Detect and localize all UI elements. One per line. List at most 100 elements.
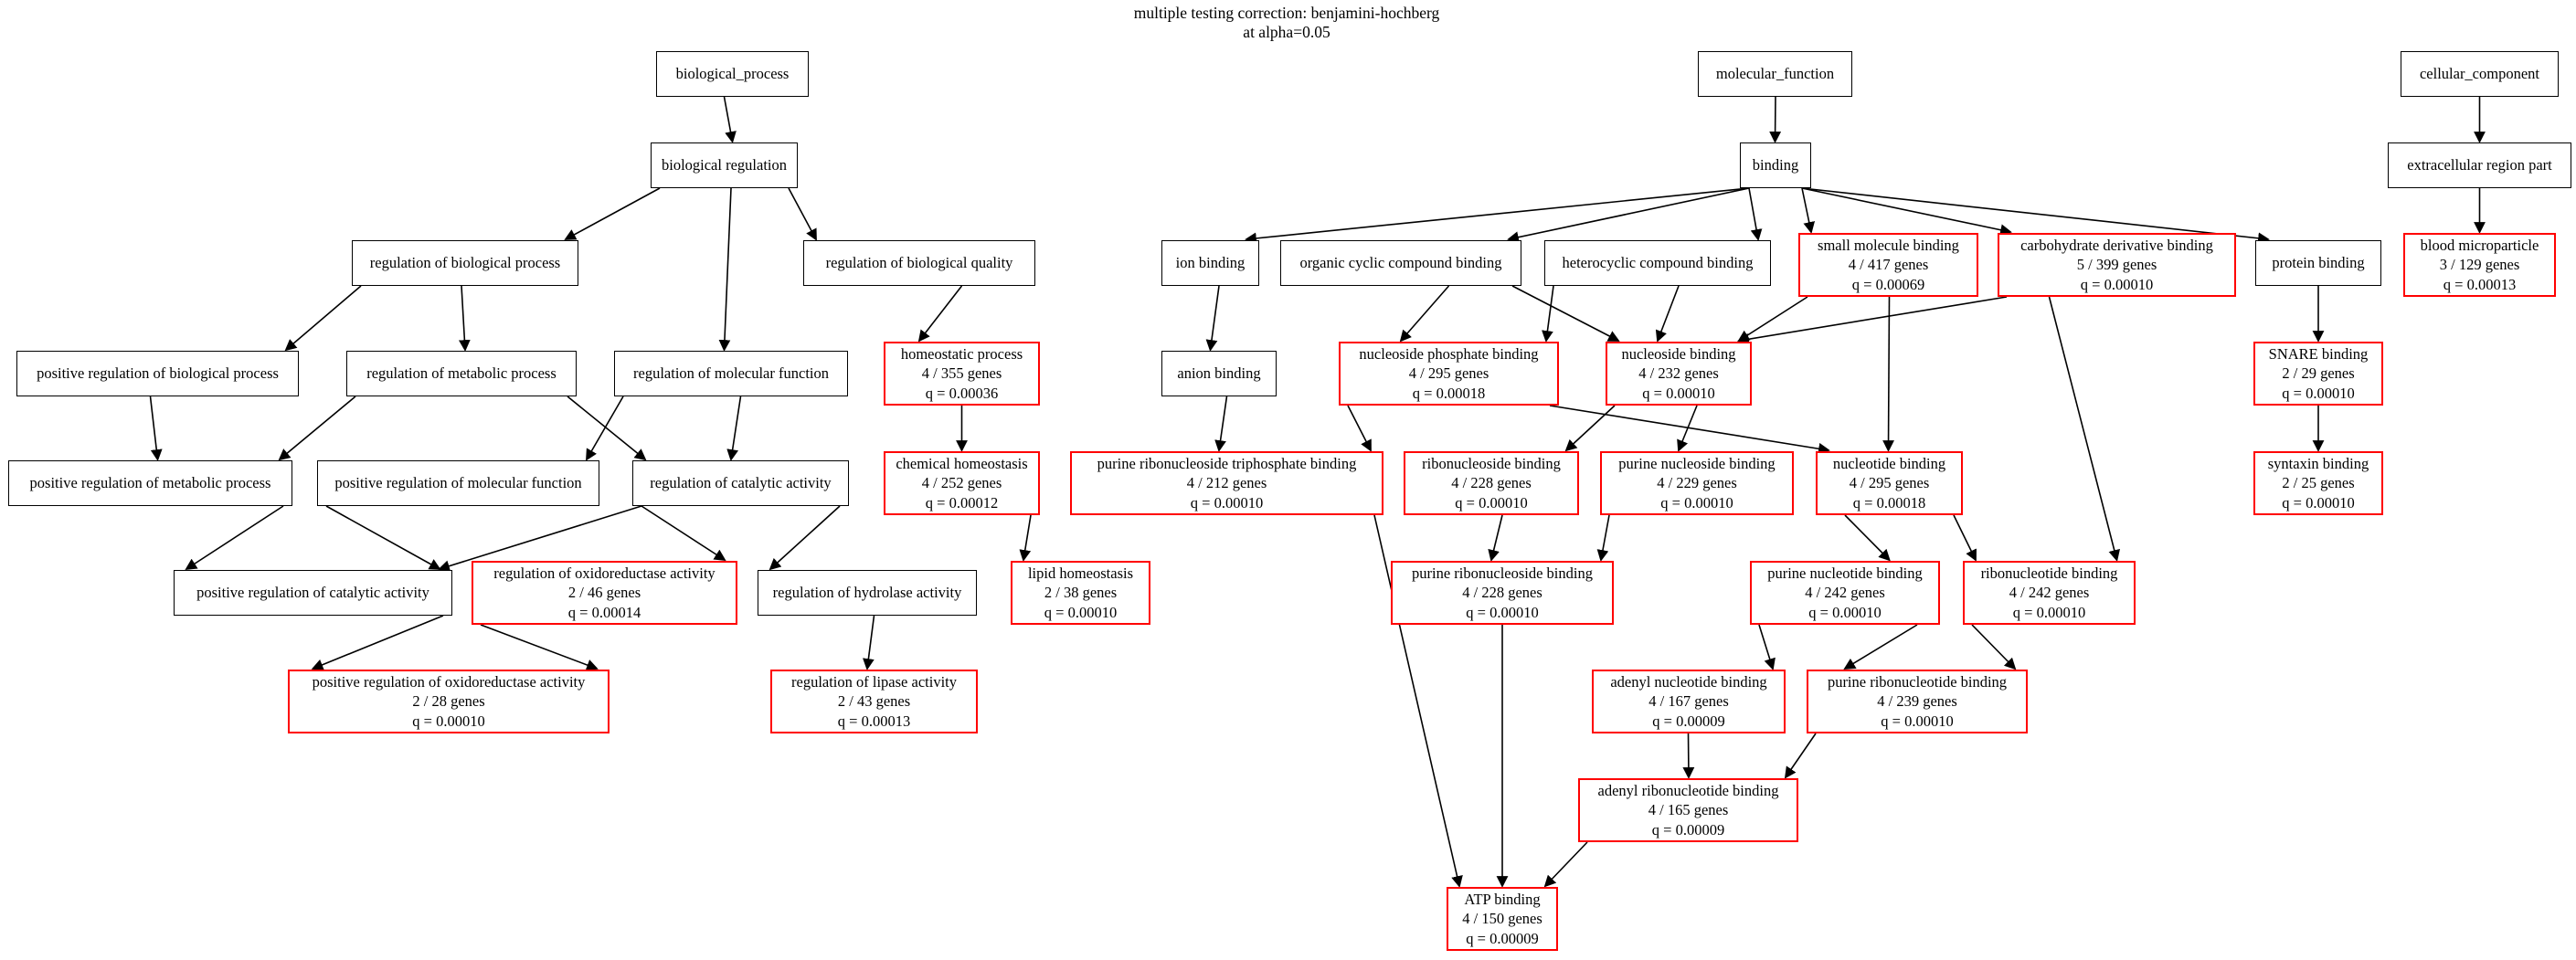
edge-smb-to-nb bbox=[1737, 296, 1808, 343]
node-label: cellular_component bbox=[2419, 65, 2540, 83]
edge-prca-to-proa bbox=[311, 615, 444, 670]
graph-node-regulation-of-catalytic-activity: regulation of catalytic activity bbox=[632, 460, 849, 506]
edge-cdb-to-rntb bbox=[2048, 296, 2120, 562]
node-gene-count: 2 / 38 genes bbox=[1044, 584, 1118, 602]
edge-rmp-to-rca bbox=[567, 396, 647, 461]
node-q-value: q = 0.00010 bbox=[1466, 603, 1539, 621]
edge-bind-to-cdb bbox=[1801, 187, 2012, 237]
edge-rntb-to-prntb bbox=[1971, 624, 2017, 670]
node-label: ribonucleoside binding bbox=[1422, 454, 1561, 472]
node-label: adenyl ribonucleotide binding bbox=[1597, 781, 1779, 799]
node-gene-count: 5 / 399 genes bbox=[2076, 256, 2157, 274]
node-label: syntaxin binding bbox=[2267, 454, 2369, 472]
node-q-value: q = 0.00009 bbox=[1466, 929, 1539, 947]
node-label: protein binding bbox=[2272, 254, 2365, 272]
node-gene-count: 4 / 150 genes bbox=[1462, 910, 1542, 928]
node-label: lipid homeostasis bbox=[1027, 564, 1134, 582]
node-label: regulation of lipase activity bbox=[791, 672, 957, 691]
node-label: positive regulation of molecular functio… bbox=[334, 474, 582, 492]
graph-node-biological-process: biological_process bbox=[656, 51, 809, 97]
graph-node-anion-binding: anion binding bbox=[1161, 351, 1277, 396]
node-gene-count: 4 / 355 genes bbox=[921, 364, 1002, 383]
graph-node-positive-regulation-of-molecular-function: positive regulation of molecular functio… bbox=[317, 460, 599, 506]
node-label: purine nucleoside binding bbox=[1618, 454, 1776, 472]
node-q-value: q = 0.00012 bbox=[925, 493, 999, 512]
graph-node-positive-regulation-of-oxidoreductase-activity: positive regulation of oxidoreductase ac… bbox=[288, 670, 610, 733]
edge-prtb-to-atp bbox=[1373, 514, 1463, 888]
edge-ntb-to-pntb bbox=[1844, 514, 1891, 562]
edge-pntb-to-anb bbox=[1758, 624, 1776, 670]
node-q-value: q = 0.00010 bbox=[1808, 603, 1882, 621]
node-q-value: q = 0.00010 bbox=[1642, 384, 1715, 402]
edge-bind-to-occb bbox=[1507, 187, 1750, 243]
edge-rha-to-rla bbox=[863, 615, 875, 670]
edge-ntb-to-rntb bbox=[1953, 514, 1977, 562]
node-gene-count: 4 / 229 genes bbox=[1657, 474, 1737, 492]
node-gene-count: 4 / 295 genes bbox=[1408, 364, 1489, 383]
node-q-value: q = 0.00010 bbox=[1190, 493, 1264, 512]
graph-node-protein-binding: protein binding bbox=[2255, 240, 2381, 286]
node-label: heterocyclic compound binding bbox=[1562, 254, 1754, 272]
node-gene-count: 4 / 252 genes bbox=[921, 474, 1002, 492]
edge-smb-to-ntb bbox=[1882, 296, 1894, 452]
graph-node-adenyl-ribonucleotide-binding: adenyl ribonucleotide binding 4 / 165 gen… bbox=[1578, 778, 1798, 842]
edge-rca-to-roa bbox=[641, 505, 726, 562]
graph-node-cellular-component: cellular_component bbox=[2401, 51, 2559, 97]
node-label: purine ribonucleoside binding bbox=[1412, 564, 1593, 582]
edge-hcb-to-nb bbox=[1655, 285, 1680, 343]
node-label: positive regulation of metabolic process bbox=[29, 474, 271, 492]
node-label: regulation of catalytic activity bbox=[650, 474, 832, 492]
edge-bind-to-ib bbox=[1245, 187, 1750, 245]
node-gene-count: 2 / 25 genes bbox=[2282, 474, 2355, 492]
node-label: positive regulation of catalytic activit… bbox=[196, 584, 429, 602]
edge-rca-to-prca bbox=[438, 505, 642, 572]
edge-prmf-to-prca bbox=[325, 505, 441, 570]
node-label: binding bbox=[1752, 156, 1799, 174]
node-q-value: q = 0.00018 bbox=[1852, 493, 1926, 512]
edge-hcb-to-npb bbox=[1542, 285, 1554, 343]
edge-prbp-to-prmp bbox=[149, 396, 163, 461]
node-q-value: q = 0.00010 bbox=[2282, 493, 2355, 512]
graph-node-regulation-of-biological-process: regulation of biological process bbox=[352, 240, 578, 286]
edge-pntb-to-prntb bbox=[1843, 624, 1918, 670]
graph-node-organic-cyclic-compound-binding: organic cyclic compound binding bbox=[1280, 240, 1521, 286]
edge-nb-to-pnb bbox=[1677, 405, 1698, 452]
edge-br-to-rbq bbox=[788, 187, 817, 241]
node-label: organic cyclic compound binding bbox=[1299, 254, 1502, 272]
graph-node-binding: binding bbox=[1740, 142, 1811, 188]
edge-roa-to-proa bbox=[480, 624, 599, 671]
node-q-value: q = 0.00069 bbox=[1851, 275, 1925, 293]
edge-ab-to-prtb bbox=[1214, 396, 1228, 452]
node-gene-count: 4 / 167 genes bbox=[1648, 692, 1729, 711]
node-q-value: q = 0.00010 bbox=[412, 712, 485, 730]
node-gene-count: 3 / 129 genes bbox=[2439, 256, 2520, 274]
node-label: ATP binding bbox=[1464, 890, 1541, 908]
node-gene-count: 4 / 417 genes bbox=[1848, 256, 1929, 274]
edge-rmf-to-rca bbox=[726, 396, 742, 461]
edge-rbp-to-prbp bbox=[284, 285, 362, 352]
edge-br-to-rbp bbox=[564, 187, 661, 240]
node-gene-count: 4 / 228 genes bbox=[1462, 584, 1542, 602]
edge-occb-to-npb bbox=[1399, 285, 1450, 343]
node-label: nucleoside phosphate binding bbox=[1359, 344, 1539, 363]
edge-rbq-to-hp bbox=[917, 285, 963, 343]
edge-prntb-to-arnb bbox=[1784, 733, 1817, 779]
graph-node-purine-ribonucleoside-triphosphate-binding: purine ribonucleoside triphosphate bindi… bbox=[1070, 451, 1383, 515]
graph-node-purine-ribonucleoside-binding: purine ribonucleoside binding 4 / 228 gen… bbox=[1391, 561, 1614, 625]
node-q-value: q = 0.00036 bbox=[925, 384, 999, 402]
node-gene-count: 4 / 165 genes bbox=[1648, 801, 1729, 819]
